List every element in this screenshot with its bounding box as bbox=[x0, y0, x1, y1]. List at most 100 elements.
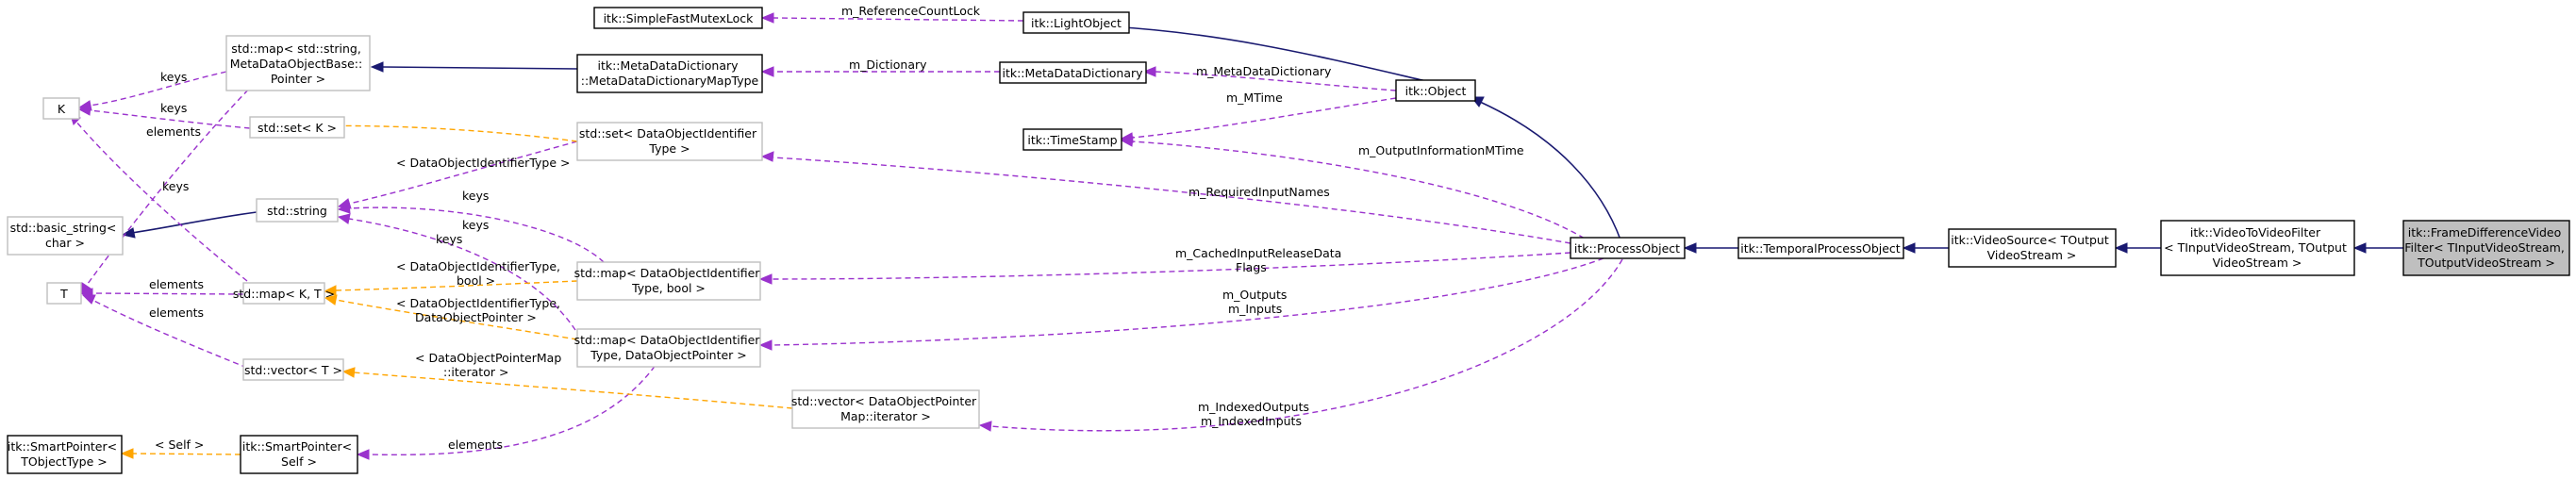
edge-map-k-t-map-doi-ptr bbox=[335, 299, 578, 340]
node-simple-fast-mutex-lock[interactable]: itk::SimpleFastMutexLock bbox=[593, 7, 763, 29]
node-metadata-dictionary[interactable]: itk::MetaDataDictionary bbox=[999, 61, 1147, 84]
arrow-string-map-doi-bool bbox=[337, 203, 351, 214]
node-vector-data-object-pointer-map-iterator[interactable]: std::vector< DataObjectPointer Map::iter… bbox=[791, 389, 980, 429]
label-mtime: m_MTime bbox=[1226, 91, 1283, 105]
edge-object-processobject bbox=[1479, 101, 1623, 246]
label-elements-map-kt-t: elements bbox=[149, 277, 204, 291]
node-basic-string[interactable]: std::basic_string< char > bbox=[7, 216, 124, 256]
svg-text:std::map< DataObjectIdentifier: std::map< DataObjectIdentifier Type, Dat… bbox=[574, 333, 764, 362]
arrow-t-vector-t bbox=[81, 294, 96, 305]
arrow-smartpointer-self bbox=[356, 449, 370, 460]
node-light-object[interactable]: itk::LightObject bbox=[1022, 11, 1130, 34]
arrow-mutexlock bbox=[760, 12, 774, 24]
node-string[interactable]: std::string bbox=[256, 198, 339, 223]
edge-timestamp-processobject bbox=[1131, 140, 1593, 244]
arrow-tpl-map-k-t-bool bbox=[323, 285, 337, 296]
label-metadatadictionary: m_MetaDataDictionary bbox=[1196, 64, 1332, 78]
node-smart-pointer-object-type[interactable]: itk::SmartPointer< TObjectType > bbox=[7, 435, 123, 474]
svg-text:itk::TemporalProcessObject: itk::TemporalProcessObject bbox=[1740, 241, 1900, 256]
node-process-object[interactable]: itk::ProcessObject bbox=[1570, 237, 1686, 259]
edge-k-map-k-t bbox=[75, 120, 248, 282]
arrow-tpl-map-k-t-ptr bbox=[324, 294, 338, 306]
edge-vector-t-vector-map bbox=[353, 372, 793, 409]
node-object[interactable]: itk::Object bbox=[1395, 79, 1476, 102]
label-cached-input-release: m_CachedInputReleaseData Flags bbox=[1175, 246, 1345, 274]
node-temporal-process-object[interactable]: itk::TemporalProcessObject bbox=[1737, 237, 1904, 259]
arrow-set-doi bbox=[760, 151, 774, 162]
svg-text:itk::VideoSource< TOutput: itk::VideoSource< TOutput VideoStream > bbox=[1951, 233, 2112, 262]
label-keys-map-kt-k: keys bbox=[162, 179, 189, 193]
svg-text:itk::MetaDataDictionary: itk::MetaDataDictionary ::MetaDataDictio… bbox=[581, 58, 759, 88]
arrow-basic-string bbox=[121, 227, 136, 239]
svg-text:itk::SmartPointer< TOb: itk::SmartPointer< TObjectType > bbox=[8, 439, 121, 469]
label-indexed-outputs-inputs: m_IndexedOutputs m_IndexedInputs bbox=[1198, 400, 1313, 428]
node-map-data-object-identifier-pointer[interactable]: std::map< DataObjectIdentifier Type, Dat… bbox=[574, 328, 764, 368]
node-video-source[interactable]: itk::VideoSource< TOutput VideoStream > bbox=[1948, 228, 2117, 268]
svg-text:std::set< DataObjectIdentifier: std::set< DataObjectIdentifier Type > bbox=[579, 126, 760, 156]
edge-t-map-string bbox=[84, 82, 256, 289]
svg-text:std::map< DataObjectIdentifier: std::map< DataObjectIdentifier Type, boo… bbox=[574, 266, 764, 295]
svg-text:itk::MetaDataDictionary: itk::MetaDataDictionary bbox=[1002, 66, 1143, 80]
svg-text:std::vector< DataObjectPointer: std::vector< DataObjectPointer Map::iter… bbox=[791, 394, 980, 423]
label-elements-vector-t: elements bbox=[149, 306, 204, 320]
label-tpl-set-doi: < DataObjectIdentifierType > bbox=[396, 156, 570, 170]
label-outputs-inputs: m_Outputs m_Inputs bbox=[1222, 288, 1290, 316]
edge-string-set-doi bbox=[348, 140, 578, 205]
edge-string-map-doi-ptr bbox=[348, 218, 576, 331]
arrow-map-doi-bool bbox=[758, 273, 773, 285]
svg-text:itk::VideoToVideoFilter: itk::VideoToVideoFilter < TInputVideoStr… bbox=[2164, 225, 2351, 270]
edge-string-map-doi-bool bbox=[348, 206, 605, 263]
node-vector-t[interactable]: std::vector< T > bbox=[242, 358, 344, 381]
arrow-videosource bbox=[2114, 242, 2128, 254]
edge-metadatadictionary-object bbox=[1155, 71, 1397, 91]
label-elements-smartpointer: elements bbox=[448, 438, 503, 452]
arrow-mapmaptype bbox=[760, 66, 774, 77]
arrow-k-set-k bbox=[77, 105, 91, 116]
inheritance-edges bbox=[121, 20, 2403, 254]
arrow-map-string-metadata bbox=[370, 61, 384, 73]
arrow-temporal bbox=[1902, 242, 1916, 254]
node-t[interactable]: T bbox=[46, 282, 82, 305]
svg-text:itk::ProcessObject: itk::ProcessObject bbox=[1574, 241, 1680, 256]
edge-vector-map-processobject bbox=[989, 258, 1623, 432]
edge-metadatadictionarymaptype-map bbox=[381, 66, 578, 70]
edge-map-k-t-map-doi-bool bbox=[335, 280, 578, 291]
arrow-vector-map bbox=[978, 421, 992, 432]
label-keys-map-doi-bool: keys bbox=[436, 232, 462, 246]
arrow-map-doi-ptr bbox=[758, 339, 773, 351]
arrow-timestamp-processobject bbox=[1120, 136, 1134, 147]
arrow-metadatadictionary bbox=[1142, 66, 1156, 77]
label-tpl-vector-map: < DataObjectPointerMap ::iterator > bbox=[415, 351, 565, 379]
edge-set-doi-processobject bbox=[773, 157, 1571, 244]
node-map-string-metadata-pointer[interactable]: std::map< std::string, MetaDataObjectBas… bbox=[225, 35, 371, 91]
node-k[interactable]: K bbox=[42, 97, 80, 120]
node-frame-difference-video-filter[interactable]: itk::FrameDifferenceVideo Filter< TInput… bbox=[2402, 220, 2570, 276]
nodes: itk::SimpleFastMutexLock itk::LightObjec… bbox=[7, 7, 2570, 474]
edge-t-map-k-t bbox=[91, 292, 244, 295]
label-keys-set-k: keys bbox=[160, 101, 187, 115]
node-map-k-t[interactable]: std::map< K, T > bbox=[233, 282, 335, 305]
edge-t-vector-t bbox=[91, 299, 248, 369]
node-set-data-object-identifier-type[interactable]: std::set< DataObjectIdentifier Type > bbox=[576, 122, 763, 161]
edge-set-k-set-doi bbox=[306, 124, 578, 142]
edge-map-doi-bool-processobject bbox=[771, 252, 1571, 280]
member-edges bbox=[69, 12, 1623, 460]
node-map-data-object-identifier-bool[interactable]: std::map< DataObjectIdentifier Type, boo… bbox=[574, 261, 764, 301]
arrow-processobject bbox=[1683, 242, 1697, 254]
edge-labels: m_ReferenceCountLock m_Dictionary m_Meta… bbox=[146, 4, 1524, 452]
node-smart-pointer-self[interactable]: itk::SmartPointer< Self > bbox=[240, 435, 358, 474]
svg-text:itk::SimpleFastMutexLock: itk::SimpleFastMutexLock bbox=[604, 11, 755, 25]
arrow-videotovideo bbox=[2352, 242, 2367, 254]
svg-text:std::basic_string< cha: std::basic_string< char > bbox=[10, 221, 121, 250]
svg-text:itk::TimeStamp: itk::TimeStamp bbox=[1027, 133, 1117, 147]
node-metadata-dictionary-map-type[interactable]: itk::MetaDataDictionary ::MetaDataDictio… bbox=[576, 54, 763, 93]
node-time-stamp[interactable]: itk::TimeStamp bbox=[1022, 128, 1122, 151]
node-video-to-video-filter[interactable]: itk::VideoToVideoFilter < TInputVideoStr… bbox=[2160, 220, 2355, 276]
svg-text:itk::SmartPointer< Sel: itk::SmartPointer< Self > bbox=[242, 439, 356, 469]
node-set-k[interactable]: std::set< K > bbox=[249, 116, 345, 139]
svg-text:itk::LightObject: itk::LightObject bbox=[1031, 16, 1122, 30]
edge-lightobject-object bbox=[1107, 25, 1427, 82]
label-keys-set-doi: keys bbox=[462, 189, 489, 203]
label-tpl-self: < Self > bbox=[155, 438, 204, 452]
